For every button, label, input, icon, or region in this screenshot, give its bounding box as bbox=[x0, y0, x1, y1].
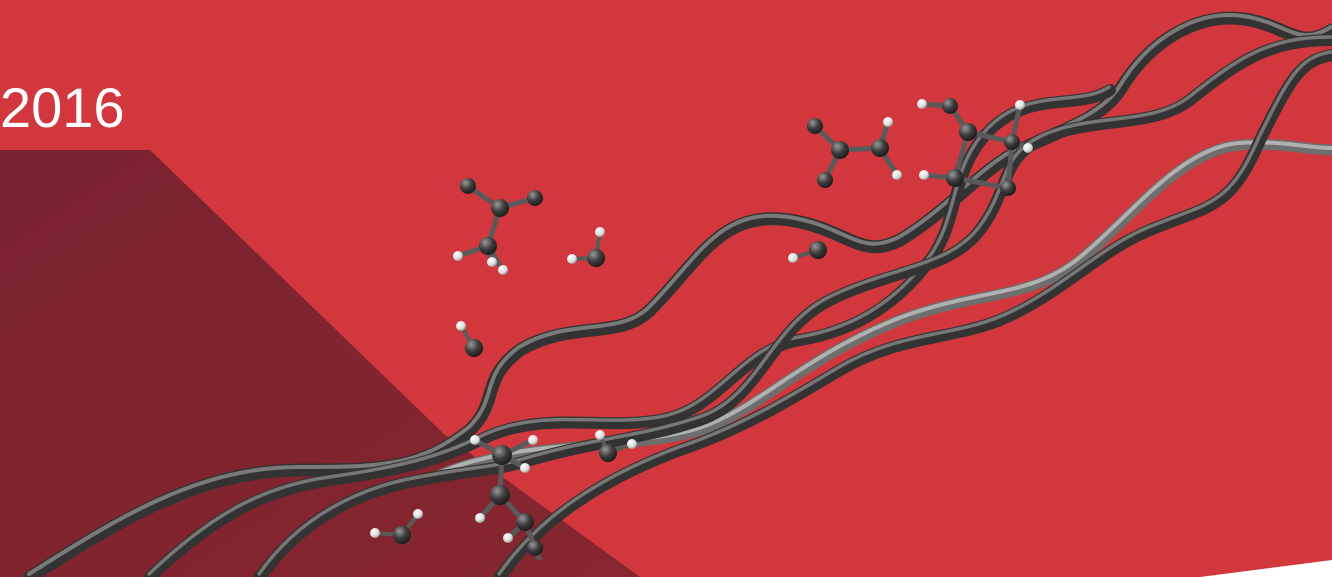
molecule-icon bbox=[807, 117, 902, 188]
molecule-icon bbox=[370, 509, 423, 544]
fiber-dark-4 bbox=[494, 49, 1332, 577]
molecule-icon bbox=[567, 227, 605, 267]
fiber-dark-3 bbox=[254, 34, 1332, 577]
fiber-dark-1 bbox=[23, 11, 1332, 577]
molecule-icon bbox=[595, 430, 637, 462]
slide-year: 2016 bbox=[0, 76, 125, 139]
bottom-highlight bbox=[1200, 560, 1332, 577]
molecule-icon bbox=[470, 435, 543, 561]
molecule-icon bbox=[453, 178, 543, 275]
molecule-icon bbox=[456, 321, 483, 357]
fiber-dark-2 bbox=[144, 84, 1116, 577]
molecule-icon bbox=[917, 98, 1033, 196]
molecule-icon bbox=[788, 241, 827, 263]
